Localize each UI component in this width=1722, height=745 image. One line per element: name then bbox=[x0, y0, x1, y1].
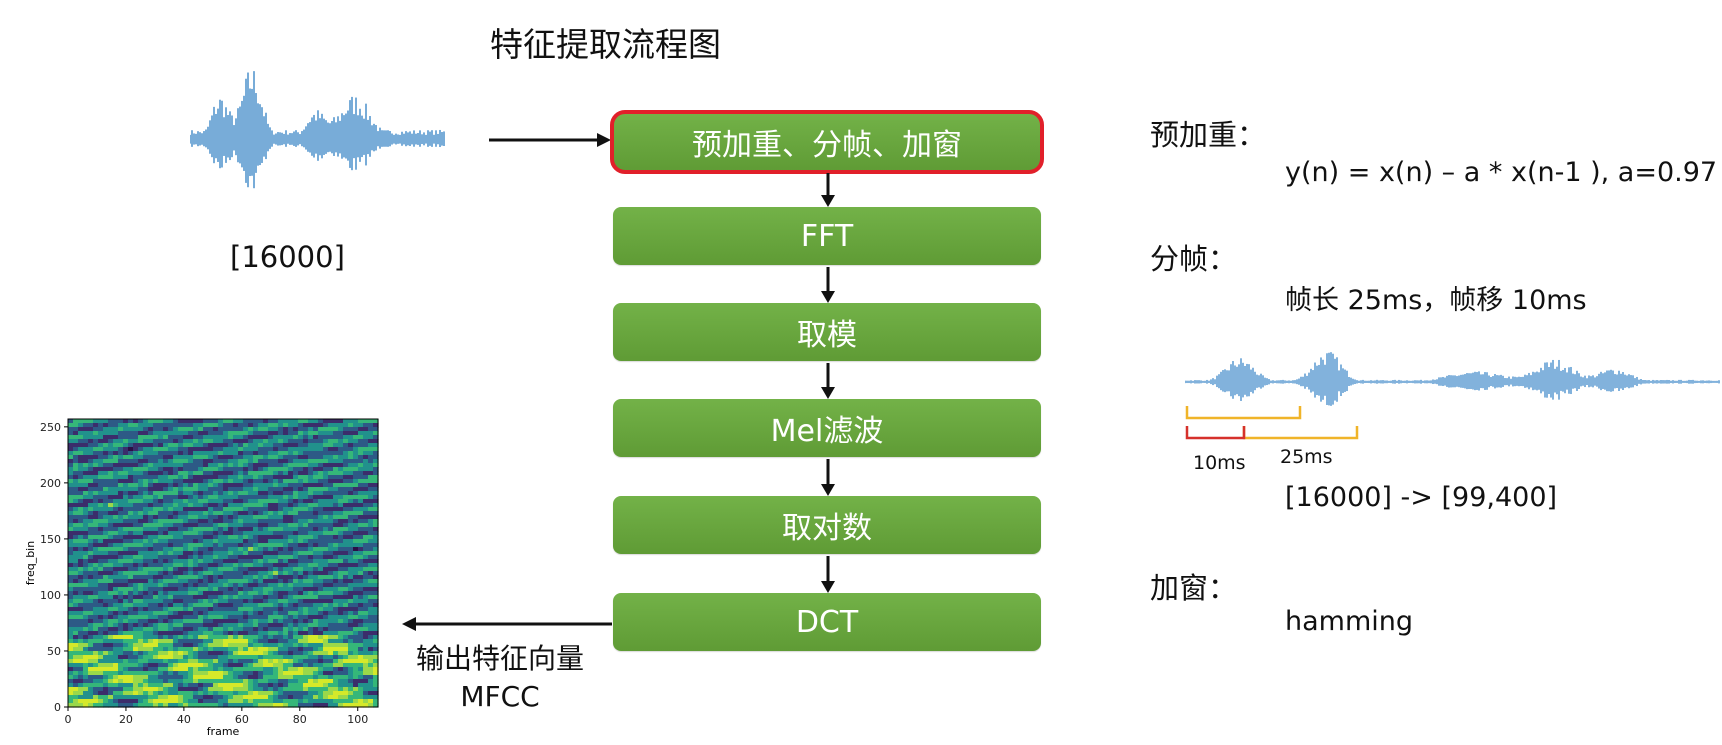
x-tick-label: 0 bbox=[65, 713, 72, 726]
y-tick-label: 50 bbox=[47, 645, 61, 658]
x-tick-label: 100 bbox=[347, 713, 368, 726]
step-magnitude: 取模 bbox=[613, 303, 1041, 361]
preemphasis-formula: y(n) = x(n) – a * x(n-1 ), a=0.97 bbox=[1285, 157, 1718, 188]
pipeline-arrows bbox=[821, 173, 835, 593]
step-dct: DCT bbox=[613, 593, 1041, 651]
hop-bracket bbox=[1185, 426, 1246, 440]
input-shape-label: [16000] bbox=[230, 240, 345, 274]
framing-text: 帧长 25ms，帧移 10ms bbox=[1285, 285, 1587, 316]
frame-bracket-2 bbox=[1242, 426, 1359, 440]
y-tick-label: 100 bbox=[40, 589, 61, 602]
diagram-title: 特征提取流程图 bbox=[490, 25, 721, 64]
y-axis-label: freq_bin bbox=[24, 541, 37, 585]
step-log: 取对数 bbox=[613, 496, 1041, 554]
frame-length-label: 25ms bbox=[1280, 446, 1333, 468]
output-label-line2: MFCC bbox=[460, 680, 540, 713]
y-tick-label: 250 bbox=[40, 421, 61, 434]
heatmap-cells bbox=[68, 419, 379, 708]
hop-length-label: 10ms bbox=[1193, 452, 1246, 474]
x-tick-label: 20 bbox=[119, 713, 133, 726]
x-tick-label: 80 bbox=[293, 713, 307, 726]
framing-label: 分帧： bbox=[1150, 242, 1238, 276]
input-arrow bbox=[489, 133, 611, 147]
window-label: 加窗： bbox=[1150, 571, 1238, 605]
y-tick-label: 200 bbox=[40, 477, 61, 490]
y-tick-label: 0 bbox=[54, 701, 61, 714]
framing-waveform bbox=[1185, 352, 1720, 440]
step-fft: FFT bbox=[613, 207, 1041, 265]
output-label-line1: 输出特征向量 bbox=[415, 642, 584, 675]
window-text: hamming bbox=[1285, 606, 1414, 637]
shape-change-text: [16000] -> [99,400] bbox=[1285, 482, 1558, 513]
output-label: 输出特征向量 MFCC bbox=[405, 640, 595, 716]
output-arrow bbox=[402, 617, 612, 631]
x-tick-label: 40 bbox=[177, 713, 191, 726]
x-tick-label: 60 bbox=[235, 713, 249, 726]
x-axis-label: frame bbox=[207, 725, 240, 738]
step-preemphasis-framing-windowing: 预加重、分帧、加窗 bbox=[610, 110, 1044, 174]
mfcc-heatmap-chart: 0 20 40 60 80 100 0 50 100 150 200 250 frame freq_b… bbox=[24, 418, 379, 738]
preemphasis-label: 预加重： bbox=[1150, 118, 1267, 152]
input-waveform bbox=[190, 71, 445, 189]
step-mel-filter: Mel滤波 bbox=[613, 399, 1041, 457]
frame-bracket-1 bbox=[1185, 406, 1302, 420]
y-tick-label: 150 bbox=[40, 533, 61, 546]
